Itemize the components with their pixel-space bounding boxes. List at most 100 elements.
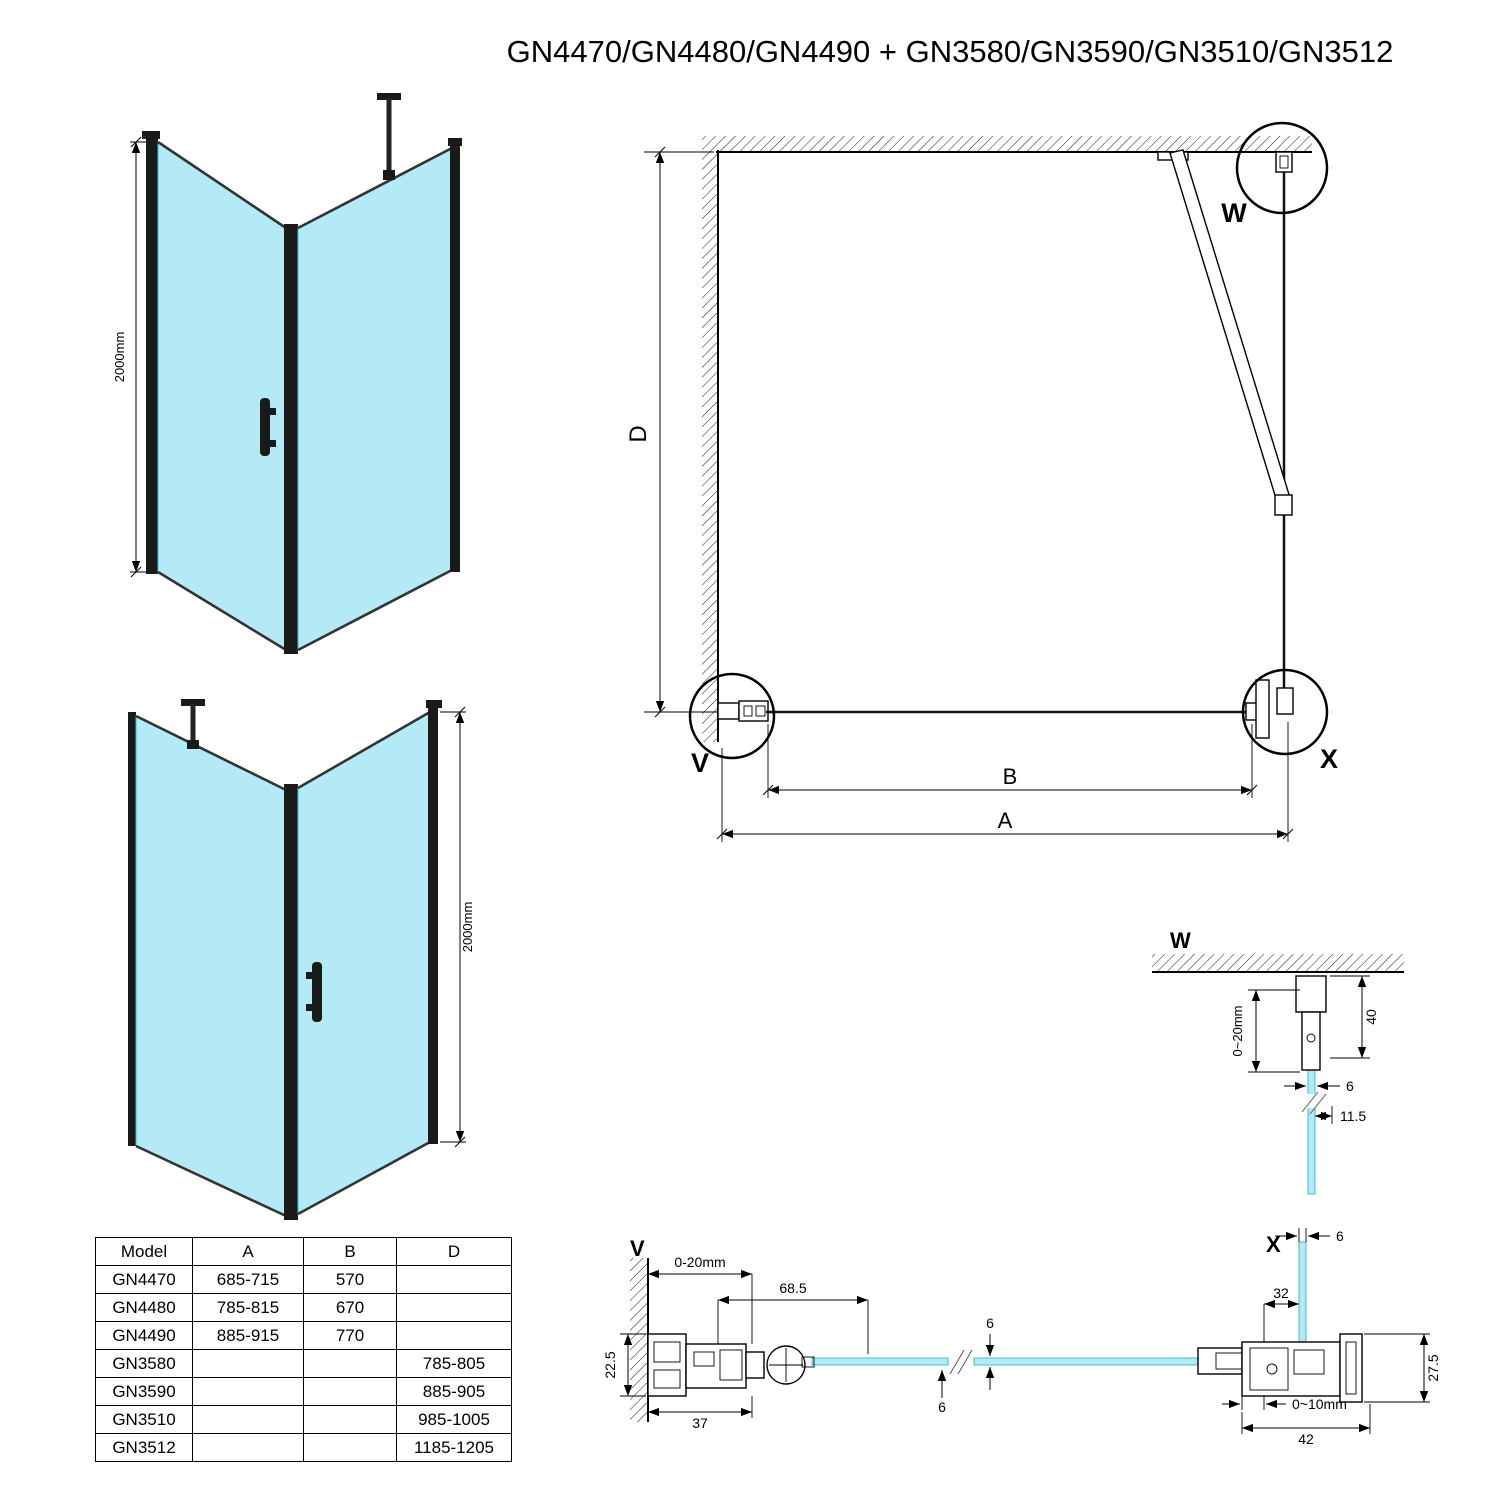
glass-door-panel bbox=[157, 141, 287, 651]
dimension-27-5: 27.5 bbox=[1364, 1333, 1441, 1403]
dimension-32: 32 bbox=[1263, 1285, 1299, 1342]
dimension-11-5: 11.5 bbox=[1315, 1106, 1366, 1124]
cell-d: 1185-1205 bbox=[396, 1433, 512, 1462]
dimension-0-20mm-w: 0~20mm bbox=[1230, 989, 1300, 1073]
side-glass-section bbox=[1298, 1241, 1307, 1343]
dimension-68-5: 68.5 bbox=[717, 1280, 869, 1354]
ceiling-support-bar bbox=[377, 93, 401, 180]
table-row: GN3590 885-905 bbox=[95, 1377, 512, 1406]
table-row: GN3580 785-805 bbox=[95, 1349, 512, 1378]
wall-profile-section bbox=[647, 1333, 687, 1397]
dim-0-20mm-v-label: 0-20mm bbox=[674, 1254, 725, 1270]
detail-circle-w bbox=[1235, 121, 1329, 215]
left-frame-bar bbox=[128, 712, 136, 1146]
dimension-40: 40 bbox=[1330, 975, 1379, 1059]
glass-thickness-dim-bottom: 6 bbox=[937, 1370, 947, 1415]
glass-side-panel bbox=[135, 715, 287, 1217]
marker-w-label: W bbox=[1221, 198, 1247, 228]
dim-37-label: 37 bbox=[692, 1415, 708, 1431]
dimension-0-20mm-v: 0-20mm bbox=[648, 1254, 753, 1344]
table-row: GN4480 785-815 670 bbox=[95, 1293, 512, 1322]
height-label-front: 2000mm bbox=[112, 332, 127, 383]
cell-model: GN3512 bbox=[95, 1433, 193, 1462]
detail-v-section: V 0-20mm 68.5 bbox=[602, 1236, 869, 1431]
cell-a bbox=[192, 1349, 304, 1378]
detail-circle-v bbox=[688, 672, 776, 760]
dim-68-5-label: 68.5 bbox=[779, 1280, 806, 1296]
cell-d: 785-805 bbox=[396, 1349, 512, 1378]
glass-6-bottom-label: 6 bbox=[938, 1399, 946, 1415]
dim-a-label: A bbox=[998, 808, 1013, 833]
dim-27-5-label: 27.5 bbox=[1425, 1354, 1441, 1381]
col-header-model: Model bbox=[95, 1237, 193, 1266]
dimension-a: A bbox=[716, 722, 1294, 842]
top-cap bbox=[142, 131, 160, 139]
dim-0-20mm-label: 0~20mm bbox=[1230, 1006, 1245, 1057]
ceiling-support-bar bbox=[181, 699, 205, 749]
adjustable-profile-section bbox=[685, 1343, 765, 1389]
hinge-block-plan bbox=[738, 700, 769, 722]
diagonal-support-plan bbox=[1157, 149, 1293, 516]
dimension-22-5: 22.5 bbox=[602, 1333, 646, 1397]
iso-back-view: 2000mm bbox=[128, 699, 475, 1220]
cell-a: 685-715 bbox=[192, 1265, 304, 1294]
detail-x-label: X bbox=[1266, 1232, 1281, 1257]
table-row: GN4470 685-715 570 bbox=[95, 1265, 512, 1294]
plan-view: D W V X bbox=[625, 121, 1338, 842]
cell-a bbox=[192, 1377, 304, 1406]
col-header-d: D bbox=[396, 1237, 512, 1266]
cell-model: GN3590 bbox=[95, 1377, 193, 1406]
corner-profile-assembly bbox=[1197, 1333, 1363, 1403]
cell-d bbox=[396, 1321, 512, 1350]
cell-a: 785-815 bbox=[192, 1293, 304, 1322]
cell-b: 570 bbox=[303, 1265, 397, 1294]
cell-model: GN4470 bbox=[95, 1265, 193, 1294]
cell-b bbox=[303, 1433, 397, 1462]
dim-22-5-label: 22.5 bbox=[602, 1351, 618, 1378]
iso-front-view: 2000mm bbox=[112, 93, 462, 654]
corner-bracket-plan bbox=[1276, 687, 1294, 715]
dim-0-10mm-label: 0~10mm bbox=[1292, 1396, 1347, 1412]
top-cap bbox=[448, 138, 462, 146]
wall-top-hatch bbox=[718, 136, 1312, 152]
dim-d-label: D bbox=[625, 425, 652, 442]
cell-a: 885-915 bbox=[192, 1321, 304, 1350]
cell-d bbox=[396, 1265, 512, 1294]
cell-d: 985-1005 bbox=[396, 1405, 512, 1434]
ceiling-bracket bbox=[1295, 975, 1327, 1071]
door-glass-section: 6 6 bbox=[811, 1315, 1199, 1415]
detail-x-section: X 6 32 0~10mm bbox=[1197, 1228, 1441, 1447]
dim-32-label: 32 bbox=[1273, 1285, 1289, 1301]
page-title: GN4470/GN4480/GN4490 + GN3580/GN3590/GN3… bbox=[507, 34, 1394, 69]
glass-6-top-label: 6 bbox=[986, 1315, 994, 1331]
detail-circle-x bbox=[1241, 668, 1329, 756]
wall-hatch-v bbox=[630, 1258, 648, 1422]
top-cap bbox=[426, 700, 442, 708]
cell-model: GN4480 bbox=[95, 1293, 193, 1322]
detail-w-label: W bbox=[1170, 928, 1191, 953]
col-header-a: A bbox=[192, 1237, 304, 1266]
dim-b-label: B bbox=[1003, 764, 1018, 789]
cell-b bbox=[303, 1405, 397, 1434]
table-row: GN3510 985-1005 bbox=[95, 1405, 512, 1434]
cell-model: GN3580 bbox=[95, 1349, 193, 1378]
detail-v-label: V bbox=[630, 1236, 645, 1261]
hinge-pivot-section bbox=[766, 1345, 815, 1385]
side-panel-top-bracket bbox=[1275, 151, 1293, 173]
height-label-back: 2000mm bbox=[460, 902, 475, 953]
height-dimension-front: 2000mm bbox=[112, 136, 152, 578]
table-header-row: Model A B D bbox=[95, 1237, 512, 1266]
glass-side-panel bbox=[297, 147, 453, 651]
dimension-0-10mm: 0~10mm bbox=[1222, 1396, 1347, 1412]
cell-d bbox=[396, 1293, 512, 1322]
wall-clamp-plan bbox=[1255, 679, 1270, 739]
dimension-37: 37 bbox=[648, 1396, 753, 1431]
corner-post bbox=[284, 224, 298, 654]
model-spec-table: Model A B D GN4470 685-715 570 GN4480 78… bbox=[95, 1237, 512, 1462]
ceiling-hatch bbox=[1152, 954, 1404, 972]
cell-b bbox=[303, 1377, 397, 1406]
table-row: GN4490 885-915 770 bbox=[95, 1321, 512, 1350]
right-frame-bar bbox=[428, 706, 438, 1144]
dim-6-label: 6 bbox=[1346, 1078, 1354, 1094]
right-frame-bar bbox=[450, 144, 460, 572]
